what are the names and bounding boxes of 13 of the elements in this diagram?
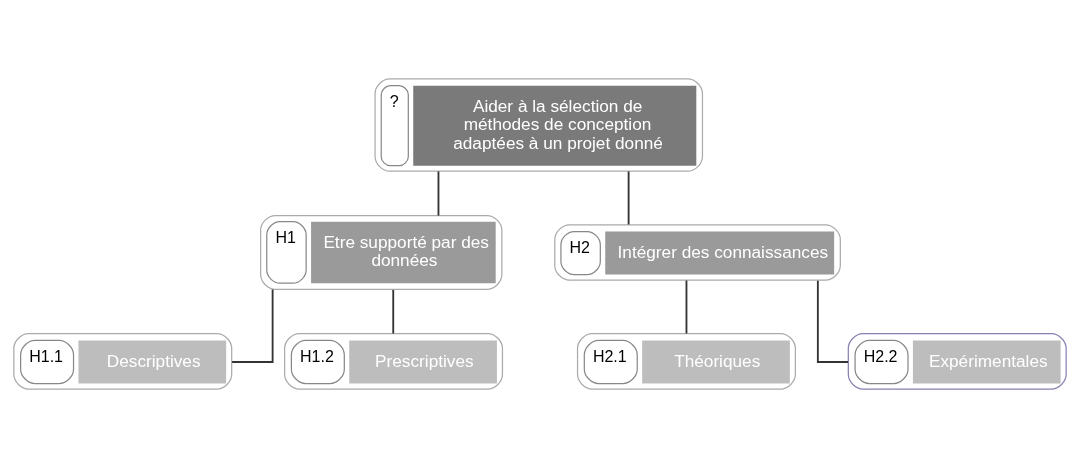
node-box: H2.2 Expérimentales [847, 333, 1067, 390]
connector [816, 279, 849, 363]
node-box: H1.2 Prescriptives [284, 333, 504, 390]
connector [437, 170, 440, 217]
node-box: H2.1 Théoriques [576, 333, 796, 390]
node-box: H2 Intégrer des connaissances [554, 224, 841, 281]
node-box: H1 Etre supporté par des données [260, 214, 503, 290]
node-box: H1.1 Descriptives [13, 333, 233, 390]
connector [392, 289, 395, 335]
connector [685, 279, 688, 335]
connector [231, 288, 274, 363]
connector [627, 170, 630, 226]
node-box: ? Aider à la sélection de méthodes de conception adaptées à un projet donné [374, 78, 704, 172]
